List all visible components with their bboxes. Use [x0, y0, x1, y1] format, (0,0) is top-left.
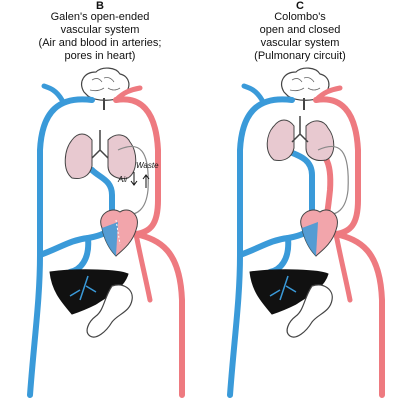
circulation-diagram [227, 67, 385, 398]
lungs-icon [64, 130, 137, 179]
brain-icon [281, 67, 330, 110]
lungs-icon [266, 116, 335, 161]
panel-title: Colombo's open and closed vascular syste… [200, 11, 400, 63]
panel-letter: B [96, 0, 104, 12]
title-line: open and closed [259, 24, 341, 36]
title-line: vascular system [260, 37, 340, 49]
waste-label: Waste [136, 161, 159, 170]
heart-icon [300, 209, 338, 257]
panel-c-colombo: C Colombo's open and closed vascular sys… [200, 0, 400, 400]
title-line: (Pulmonary circuit) [254, 50, 346, 62]
title-line: vascular system [60, 24, 140, 36]
panel-b-galen: B Galen's open-ended vascular system (Ai… [0, 0, 200, 398]
heart-icon [100, 209, 138, 257]
waste-arrow-icon [142, 174, 150, 188]
intestine-icon [286, 284, 333, 338]
brain-icon [81, 67, 130, 110]
arterial-system [113, 85, 185, 398]
liver-icon [249, 269, 329, 315]
title-line: Colombo's [274, 11, 326, 23]
pulmonary-loop [317, 145, 349, 215]
panel-letter: C [296, 0, 304, 12]
title-line: pores in heart) [64, 50, 136, 62]
title-line: Galen's open-ended [50, 11, 150, 23]
air-label: Air [117, 175, 128, 184]
air-waste-tube [117, 145, 149, 215]
air-arrow-icon [130, 172, 138, 186]
circulation-diagram: Waste Air [27, 67, 185, 398]
liver-icon [49, 269, 129, 315]
intestine-icon [86, 284, 133, 338]
panel-title: Galen's open-ended vascular system (Air … [0, 11, 200, 63]
title-line: (Air and blood in arteries; [38, 37, 162, 49]
